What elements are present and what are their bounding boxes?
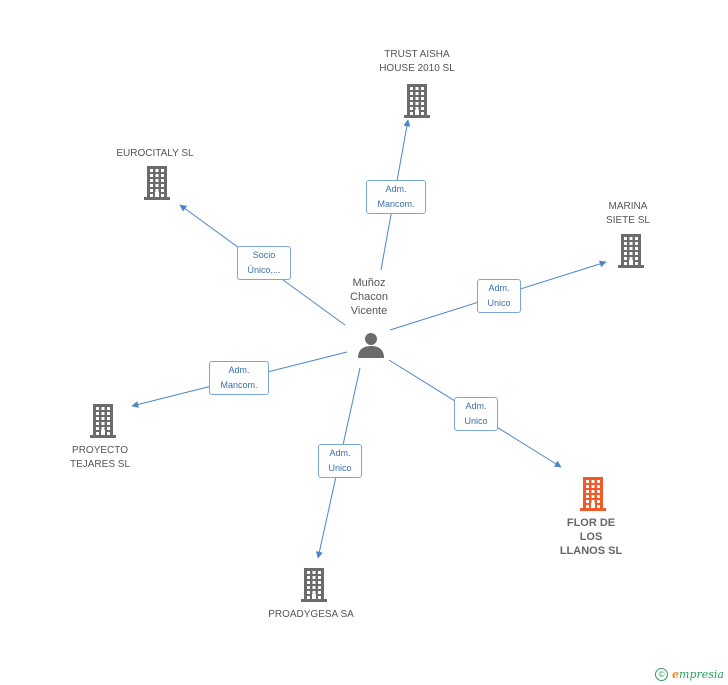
building-icon-proadygesa[interactable] — [301, 568, 327, 602]
relation-label-proyecto[interactable]: Adm.Mancom. — [209, 361, 269, 395]
building-icon-flor[interactable] — [580, 477, 606, 511]
building-icon-trust[interactable] — [404, 84, 430, 118]
company-label-proadygesa[interactable]: PROADYGESA SA — [268, 609, 354, 620]
relation-label-marina[interactable]: Adm.Unico — [477, 279, 521, 313]
company-label-eurocitaly[interactable]: EUROCITALY SL — [116, 148, 194, 159]
copyright-icon: © — [655, 668, 669, 681]
relation-label-trust[interactable]: Adm.Mancom. — [366, 180, 426, 214]
footer-credit: © empresia — [655, 668, 724, 681]
building-icon-marina[interactable] — [618, 234, 644, 268]
building-icon-proyecto[interactable] — [90, 404, 116, 438]
building-icon-eurocitaly[interactable] — [144, 166, 170, 200]
relation-label-flor[interactable]: Adm.Unico — [454, 397, 498, 431]
brand-logo[interactable]: empresia — [672, 668, 724, 681]
person-icon[interactable] — [358, 333, 384, 358]
relation-label-proadygesa[interactable]: Adm.Unico — [318, 444, 362, 478]
